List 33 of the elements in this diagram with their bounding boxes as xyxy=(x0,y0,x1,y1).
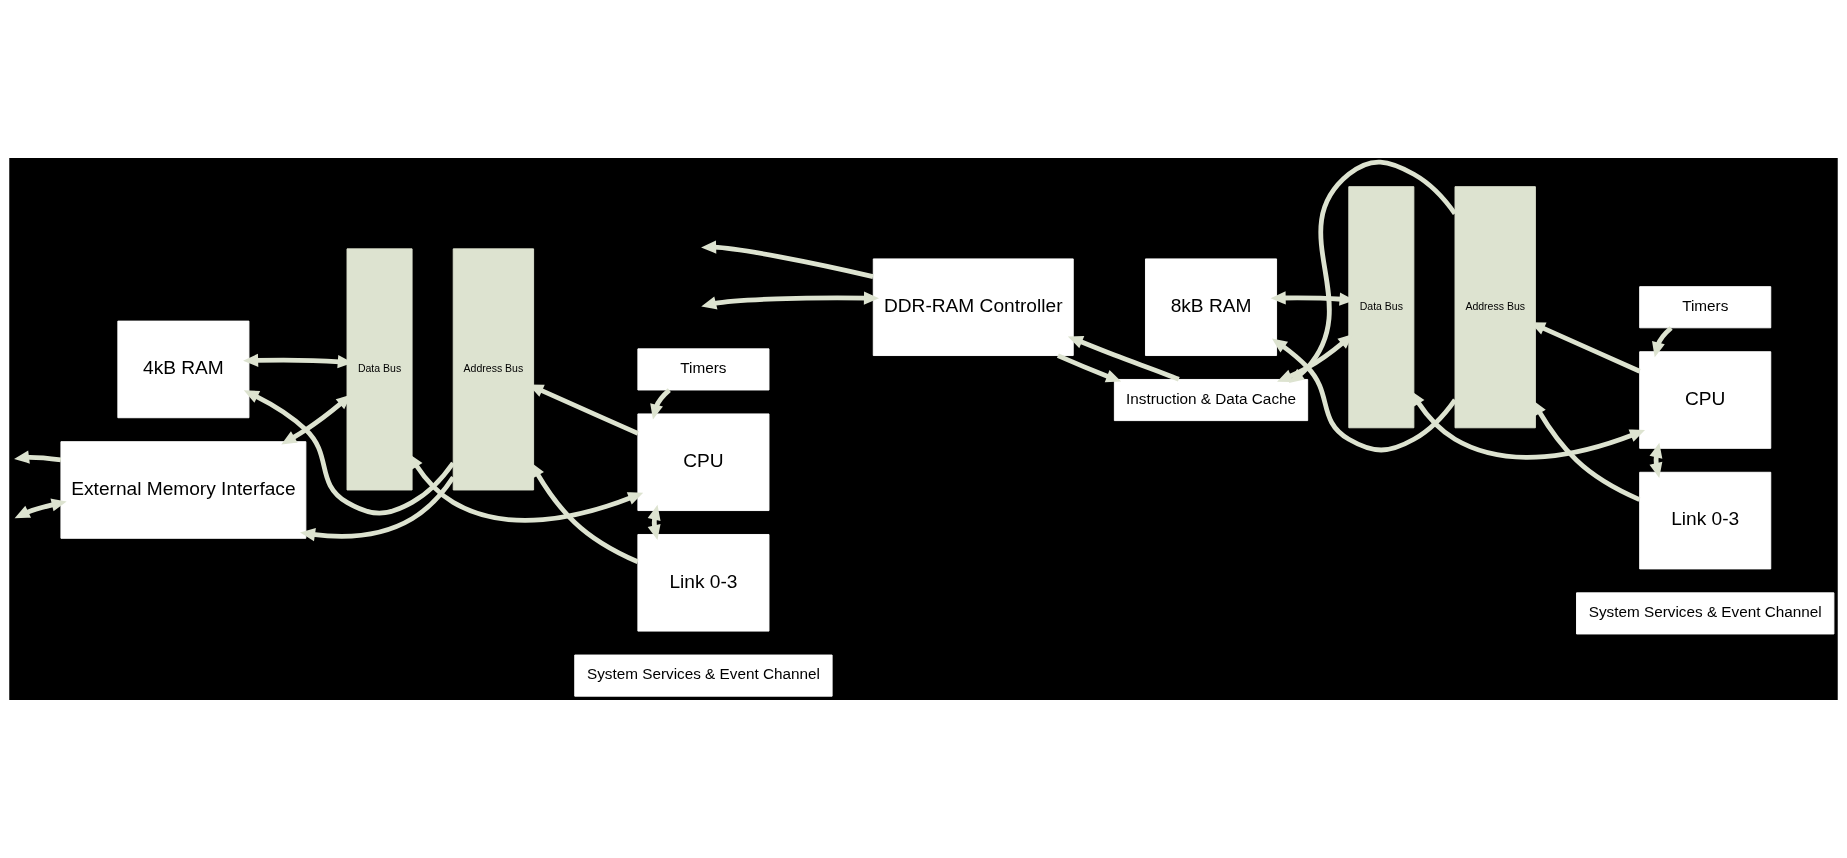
arrow xyxy=(1271,338,1457,453)
arrow xyxy=(1288,159,1457,383)
node-box: System Services & Event Channel xyxy=(1576,592,1835,635)
node-box: Link 0-3 xyxy=(1639,471,1772,570)
node-box: Link 0-3 xyxy=(637,534,770,632)
node-box: Address Bus xyxy=(1454,186,1536,429)
node-box: Address Bus xyxy=(452,248,535,491)
node-box: 4kB RAM xyxy=(117,320,250,419)
node-box: DDR-RAM Controller xyxy=(872,258,1074,357)
arrow xyxy=(14,498,67,519)
node-box: Data Bus xyxy=(1348,186,1415,429)
arrow xyxy=(530,462,639,564)
node-box: CPU xyxy=(1639,351,1772,449)
arrow xyxy=(243,390,456,516)
arrow xyxy=(1410,390,1646,460)
arrow xyxy=(650,388,671,420)
arrow xyxy=(701,291,879,310)
node-box: Timers xyxy=(637,348,770,391)
node-box: CPU xyxy=(637,413,770,512)
node-box: Data Bus xyxy=(346,248,413,491)
arrow xyxy=(647,504,661,541)
node-box: Instruction & Data Cache xyxy=(1113,379,1309,422)
node-box: 8kB RAM xyxy=(1145,258,1278,357)
node-box: Timers xyxy=(1639,286,1772,329)
node-box: External Memory Interface xyxy=(60,441,307,539)
arrow xyxy=(701,240,874,279)
arrow xyxy=(1649,442,1663,478)
arrow xyxy=(14,450,62,464)
node-box: System Services & Event Channel xyxy=(574,654,833,697)
arrow xyxy=(300,475,456,542)
arrow xyxy=(1652,326,1673,358)
arrow xyxy=(1056,353,1122,383)
arrow xyxy=(1532,400,1641,502)
